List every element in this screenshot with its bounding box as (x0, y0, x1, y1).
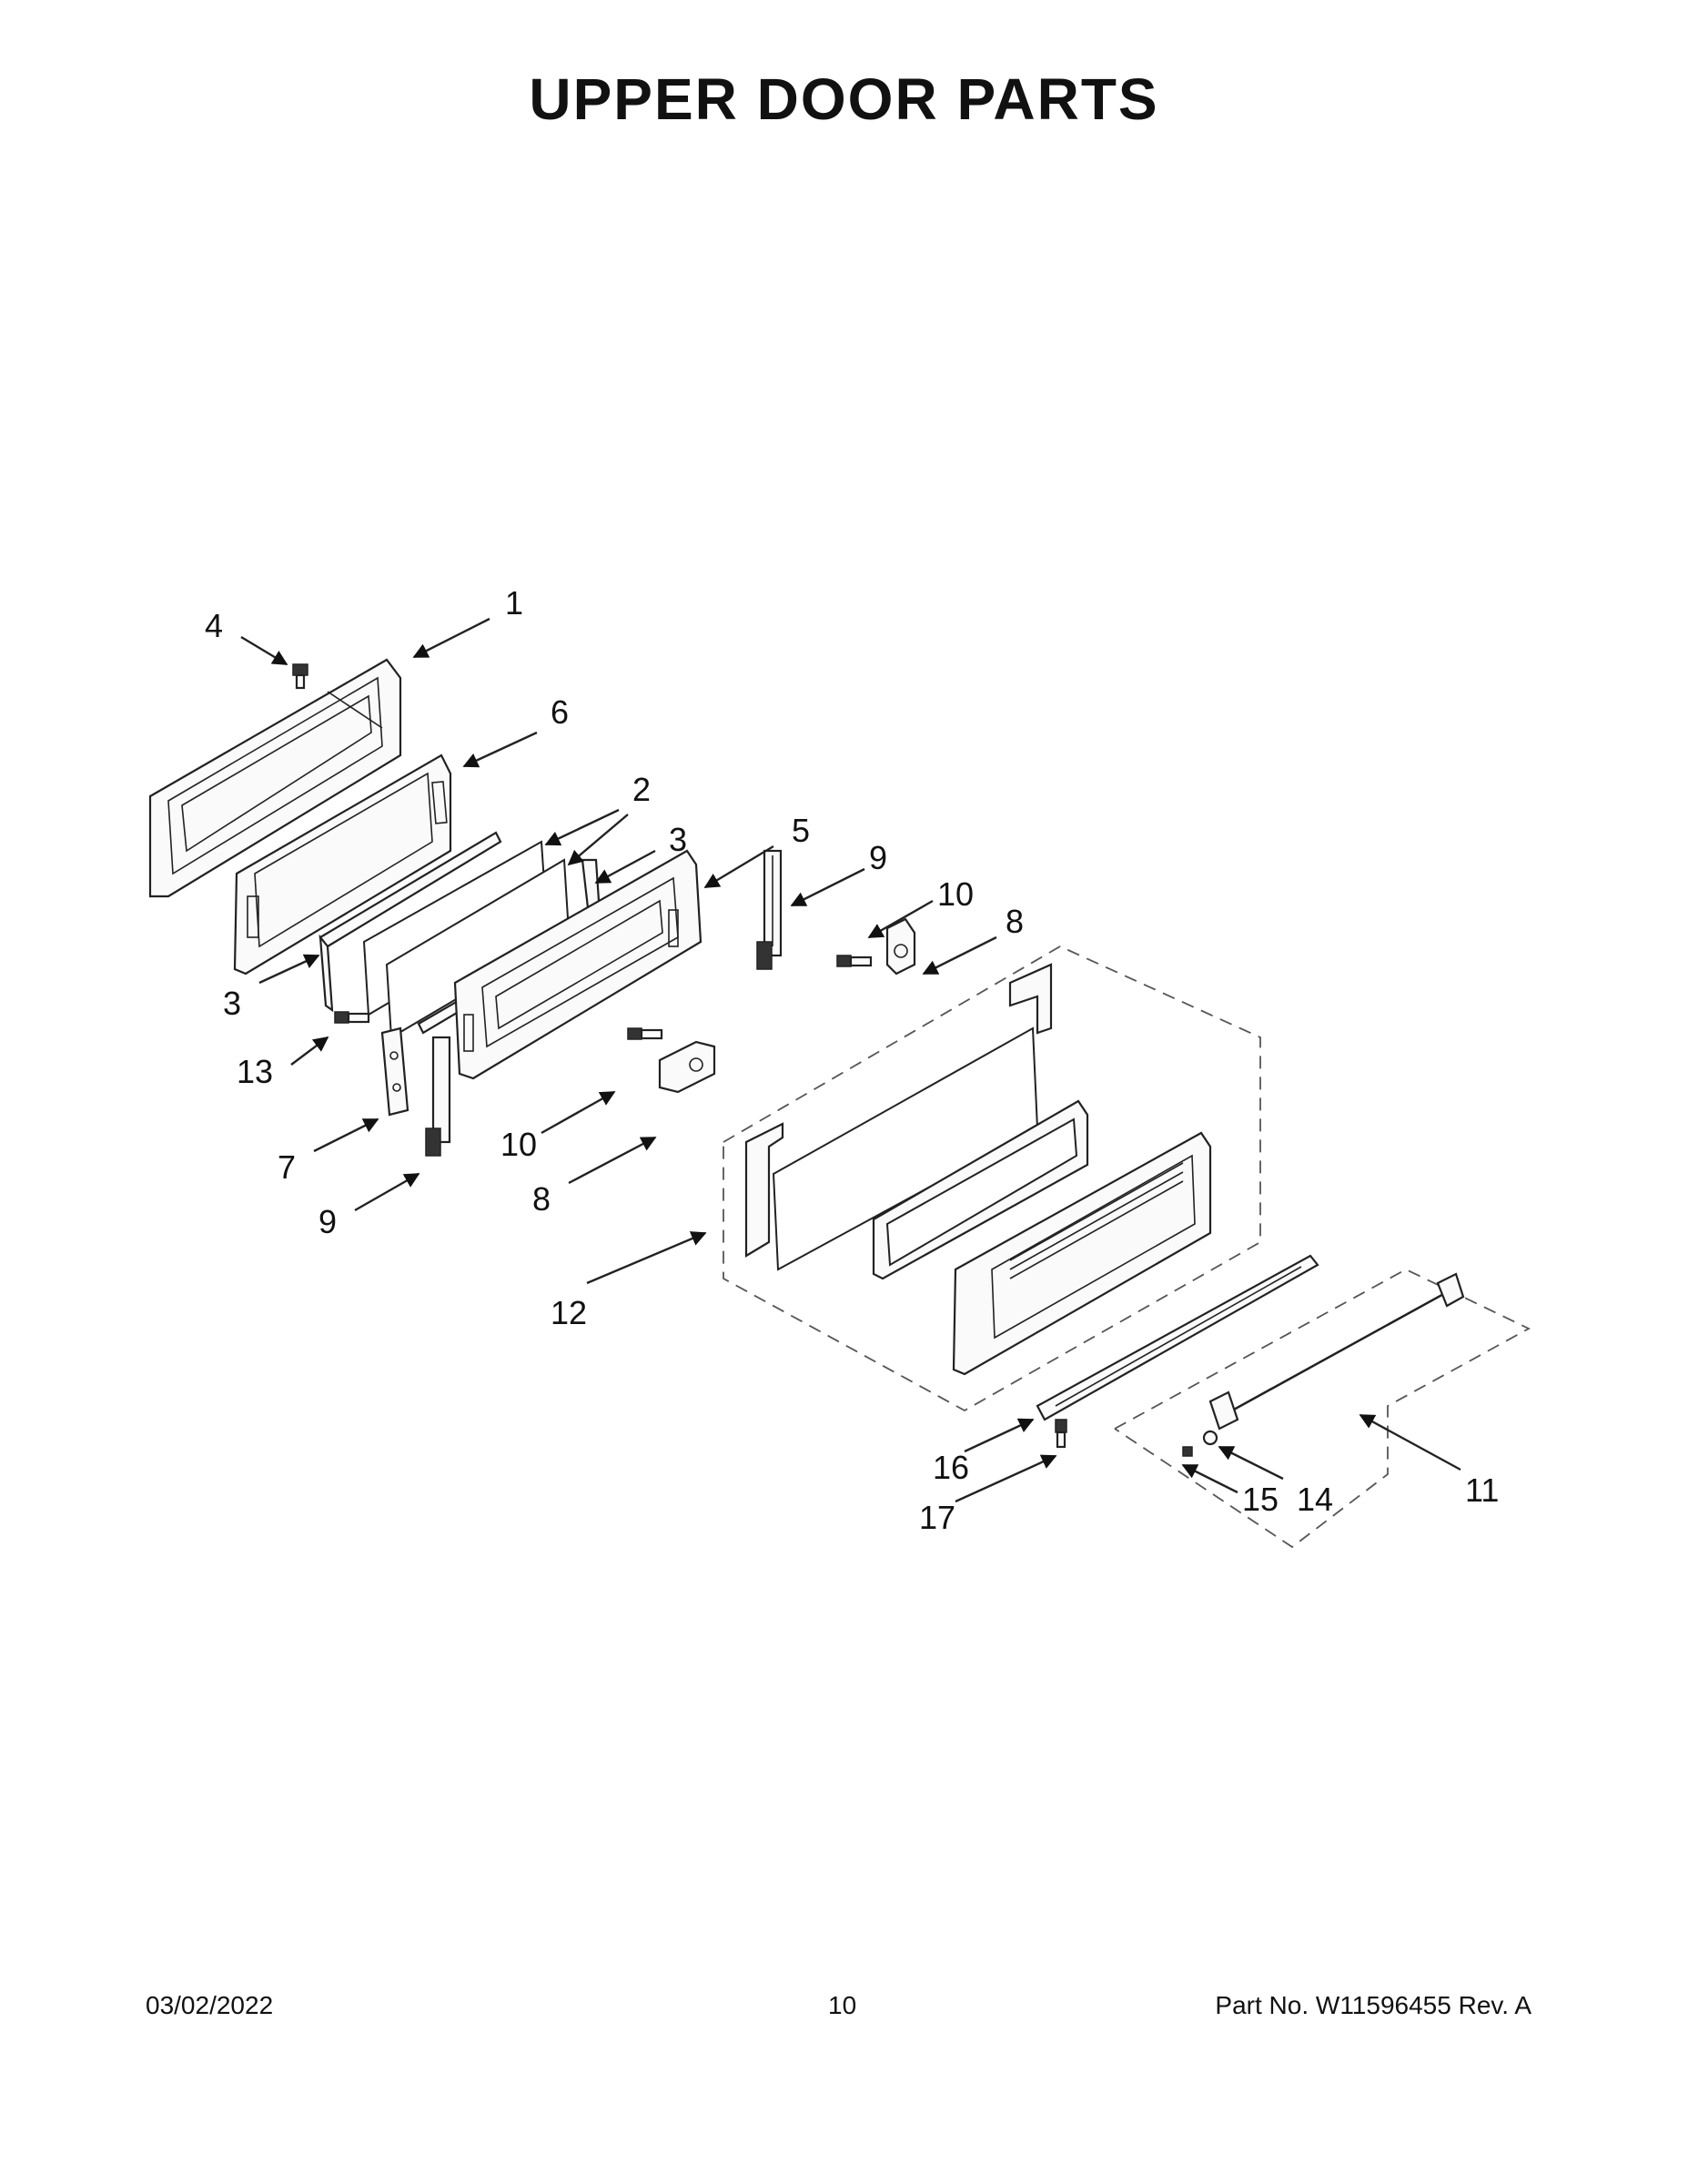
leader-3-right (594, 849, 656, 885)
callout-14: 14 (1297, 1481, 1333, 1518)
callout-9-upper: 9 (869, 839, 887, 876)
callout-15: 15 (1242, 1481, 1279, 1518)
page-title: UPPER DOOR PARTS (529, 66, 1159, 132)
part-glass-retainer-left (318, 831, 502, 1013)
leader-1 (412, 617, 490, 659)
leader-10-lower (541, 1090, 616, 1135)
part-hinge-lower (425, 1036, 451, 1157)
leader-8-upper (922, 935, 997, 976)
part-window-frame (233, 753, 452, 976)
callout-11: 11 (1465, 1471, 1499, 1509)
callout-12: 12 (551, 1294, 587, 1331)
footer-part-number: Part No. W11596455 Rev. A (1215, 1991, 1531, 2019)
leader-17 (955, 1454, 1057, 1503)
part-screw-15 (1182, 1446, 1193, 1457)
leader-8-lower (568, 1136, 657, 1185)
leader-9-upper (790, 867, 865, 907)
leader-2b (567, 814, 629, 866)
callout-16: 16 (933, 1449, 969, 1486)
part-screw-10-upper (836, 955, 873, 967)
part-12-dashed-outline (723, 945, 1261, 1412)
callout-1: 1 (505, 584, 523, 622)
callout-2: 2 (632, 771, 651, 808)
leader-arrows (240, 617, 1461, 1503)
part-hinge-receptacle-lower (658, 1040, 716, 1094)
part-11-dashed-outline (1114, 1268, 1531, 1549)
leader-5 (703, 844, 774, 889)
part-screw-4 (292, 663, 308, 690)
part-hinge-receptacle-upper (885, 917, 916, 976)
callout-3-right: 3 (669, 821, 687, 858)
callout-3-left: 3 (223, 985, 241, 1022)
callout-9-lower: 9 (318, 1203, 337, 1240)
callout-5: 5 (792, 812, 810, 849)
leader-9-lower (354, 1172, 420, 1212)
leader-13 (290, 1036, 329, 1066)
callout-6: 6 (551, 693, 569, 731)
leader-11 (1359, 1413, 1461, 1471)
callout-labels: 1 2 3 3 4 5 6 7 8 8 9 9 10 10 11 12 13 1… (205, 584, 1499, 1536)
callout-10-lower: 10 (500, 1126, 537, 1163)
part-outer-door-panel (453, 849, 702, 1080)
leader-16 (964, 1418, 1035, 1453)
part-hinge-upper (756, 849, 783, 970)
footer-date: 03/02/2022 (146, 1991, 274, 2019)
callout-8-upper: 8 (1006, 903, 1024, 940)
part-washer-14 (1202, 1430, 1218, 1446)
leader-10-upper (867, 899, 934, 939)
part-inner-door-frame (148, 658, 402, 898)
callout-8-lower: 8 (532, 1180, 551, 1218)
leader-4 (240, 635, 288, 666)
part-door-handle (1208, 1272, 1465, 1431)
footer-page-number: 10 (828, 1991, 857, 2019)
part-screw-10-lower (627, 1027, 663, 1040)
callout-17: 17 (919, 1499, 955, 1536)
leader-7 (313, 1117, 379, 1153)
leader-12 (586, 1231, 707, 1285)
part-vent-strip (1036, 1254, 1319, 1421)
leader-14 (1218, 1445, 1284, 1481)
leader-15 (1181, 1463, 1238, 1494)
callout-13: 13 (237, 1053, 273, 1090)
callout-7: 7 (278, 1148, 296, 1186)
part-door-glass-assembly (744, 963, 1212, 1376)
leader-2a (544, 808, 620, 846)
callout-4: 4 (205, 607, 223, 644)
callout-10-upper: 10 (937, 875, 974, 913)
part-screw-17 (1055, 1419, 1067, 1449)
part-screw-13 (334, 1011, 370, 1024)
leader-6 (462, 731, 538, 768)
part-hinge-plate (380, 1026, 409, 1117)
leader-3-left (258, 954, 320, 985)
